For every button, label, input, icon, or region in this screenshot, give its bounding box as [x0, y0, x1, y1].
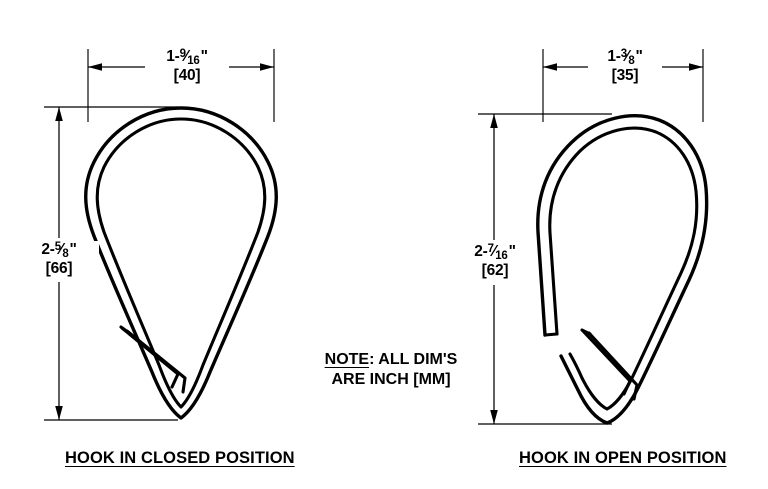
- inch-mark-icon: ": [69, 241, 77, 258]
- closed-width-denominator: 16: [187, 54, 200, 67]
- closed-height-dimension-text: 2-5⁄8" [66]: [19, 241, 99, 278]
- open-view-caption: HOOK IN OPEN POSITION: [519, 449, 727, 467]
- open-hook-gate-tip: [580, 328, 592, 336]
- open-hook-view: [478, 49, 709, 425]
- note-label-suffix: : ALL DIM'S: [369, 351, 458, 368]
- inch-mark-icon: ": [635, 48, 643, 65]
- closed-hook-inner-wire: [95, 117, 267, 409]
- open-height-dimension: [478, 113, 612, 425]
- closed-width-mm: [40]: [173, 67, 201, 84]
- closed-height-numerator: 5: [54, 241, 61, 253]
- closed-height-mm: [66]: [45, 260, 73, 277]
- closed-width-dimension-text: 1-9⁄16" [40]: [145, 48, 229, 85]
- closed-height-inch-line: 2-5⁄8": [19, 241, 99, 260]
- open-width-numerator: 3: [620, 48, 627, 60]
- closed-width-numerator: 9: [179, 48, 186, 60]
- open-hook-gate-wire: [581, 329, 632, 396]
- note-line-1: NOTE: ALL DIM'S: [316, 350, 466, 370]
- closed-height-inch-whole: 2-: [41, 241, 55, 258]
- open-height-inch-whole: 2-: [474, 243, 488, 260]
- open-height-dimension-text: 2-7⁄16" [62]: [455, 243, 535, 280]
- closed-hook-gate-wire-inner: [125, 329, 187, 394]
- open-width-fraction: 3⁄8: [621, 48, 636, 67]
- note-label: NOTE: [324, 351, 370, 368]
- closed-height-denominator: 8: [62, 247, 69, 260]
- closed-width-fraction: 9⁄16: [180, 48, 201, 67]
- closed-width-inch-whole: 1-: [166, 48, 180, 65]
- open-width-denominator: 8: [628, 54, 635, 67]
- inch-mark-icon: ": [508, 243, 516, 260]
- fraction-slash-icon: ⁄: [625, 47, 629, 65]
- open-height-fraction: 7⁄16: [488, 243, 509, 262]
- open-hook-gate-wire-inner: [587, 331, 639, 401]
- open-width-mm: [35]: [611, 67, 639, 84]
- open-height-mm: [62]: [481, 262, 509, 279]
- closed-hook-outer-wire: [84, 106, 278, 420]
- open-width-inch-line: 1-3⁄8": [588, 48, 662, 67]
- open-hook-outer-wire: [536, 114, 709, 425]
- note-block: NOTE: ALL DIM'S ARE INCH [MM]: [316, 350, 466, 390]
- open-hook-inner-wire: [548, 126, 699, 411]
- fraction-slash-icon: ⁄: [184, 47, 188, 65]
- closed-height-fraction: 5⁄8: [55, 241, 70, 260]
- note-line-2: ARE INCH [MM]: [331, 371, 451, 388]
- closed-hook-gate-wire: [120, 326, 180, 389]
- fraction-slash-icon: ⁄: [492, 242, 496, 260]
- closed-view-caption: HOOK IN CLOSED POSITION: [65, 449, 295, 467]
- open-height-denominator: 16: [495, 249, 508, 262]
- open-width-inch-whole: 1-: [607, 48, 621, 65]
- open-hook-leg-end-cap: [543, 332, 559, 337]
- fraction-slash-icon: ⁄: [59, 240, 63, 258]
- closed-width-inch-line: 1-9⁄16": [145, 48, 229, 67]
- open-height-numerator: 7: [487, 243, 494, 255]
- closed-hook-view: [44, 49, 278, 421]
- closed-hook-gate-notch: [119, 325, 130, 334]
- inch-mark-icon: ": [200, 48, 208, 65]
- open-height-inch-line: 2-7⁄16": [455, 243, 535, 262]
- open-width-dimension-text: 1-3⁄8" [35]: [588, 48, 662, 85]
- closed-height-dimension: [44, 106, 178, 421]
